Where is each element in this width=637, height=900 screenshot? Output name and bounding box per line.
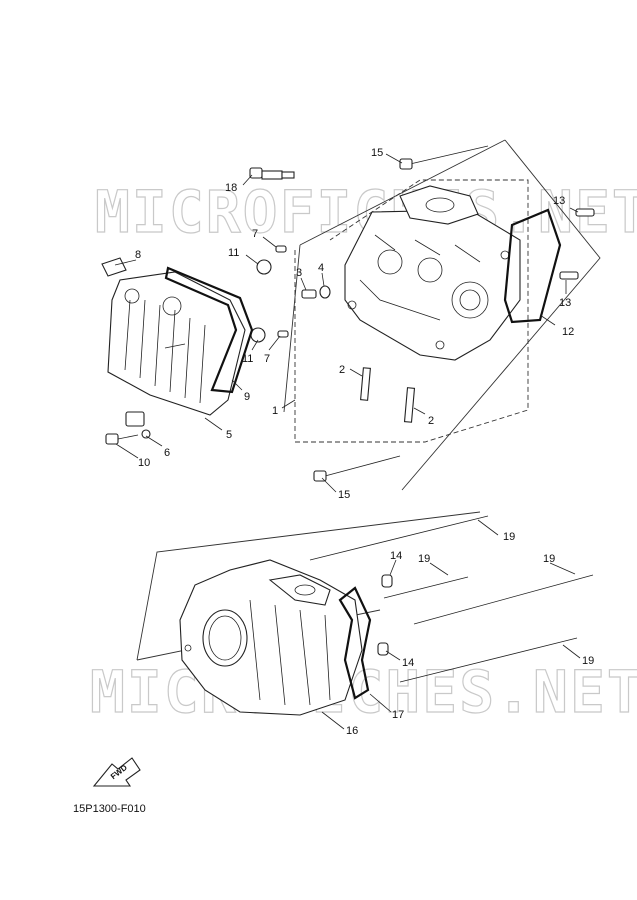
- spark-plug: [249, 167, 295, 180]
- callout-15: 15: [371, 147, 383, 159]
- bolt-15-bottom: [313, 455, 401, 482]
- callout-17: 17: [392, 709, 404, 721]
- callout-8: 8: [135, 249, 141, 261]
- callout-12: 12: [562, 326, 574, 338]
- leader-lines: [114, 153, 581, 730]
- callout-14: 14: [390, 550, 402, 562]
- callout-9: 9: [244, 391, 250, 403]
- dowel-14: [381, 574, 393, 588]
- callout-15: 15: [338, 489, 350, 501]
- cover-gasket: [164, 266, 254, 394]
- cylinder-head-group: [101, 139, 601, 491]
- bolt-15-top: [399, 145, 489, 170]
- fwd-arrow-icon: FWD: [92, 757, 141, 787]
- stud-19: [309, 515, 594, 683]
- bracket-8: [101, 257, 127, 277]
- callout-11: 11: [242, 353, 253, 365]
- callout-13: 13: [553, 195, 565, 207]
- callout-2: 2: [428, 415, 434, 427]
- washer-4: [319, 285, 331, 299]
- callout-4: 4: [318, 262, 324, 274]
- callout-19: 19: [418, 553, 430, 565]
- dowel-14: [377, 642, 389, 656]
- callout-18: 18: [225, 182, 237, 194]
- callout-13: 13: [559, 297, 571, 309]
- callout-3: 3: [296, 267, 302, 279]
- diagram-code: 15P1300-F010: [73, 803, 146, 815]
- callout-10: 10: [138, 457, 150, 469]
- stud: [360, 367, 371, 401]
- nut-11: [256, 259, 272, 275]
- bolt-10: [105, 433, 119, 445]
- cylinder-group: [136, 511, 594, 716]
- frame-line: [136, 511, 481, 661]
- callout-19: 19: [582, 655, 594, 667]
- callouts: 15 18 7 11 3 4 13 13 12 8 9 11 7 1 2 2 5…: [135, 147, 594, 737]
- callout-11: 11: [228, 247, 239, 259]
- exhaust-gasket: [503, 208, 562, 324]
- screw-3: [301, 289, 317, 299]
- callout-2: 2: [339, 364, 345, 376]
- callout-19: 19: [543, 553, 555, 565]
- stud-13: [559, 271, 579, 280]
- washer-6: [141, 429, 151, 439]
- callout-1: 1: [272, 405, 278, 417]
- frame-line: [283, 244, 301, 413]
- cylinder-body: [179, 559, 363, 716]
- dowel-pin: [275, 245, 287, 253]
- stud: [403, 387, 416, 423]
- callout-6: 6: [164, 447, 170, 459]
- callout-5: 5: [226, 429, 232, 441]
- callout-7: 7: [264, 353, 270, 365]
- head-assembly-frame: [294, 179, 529, 443]
- callout-7: 7: [252, 228, 258, 240]
- callout-19: 19: [503, 531, 515, 543]
- callout-16: 16: [346, 725, 358, 737]
- head-cover: [107, 271, 246, 416]
- cylinder-gasket: [338, 586, 372, 700]
- damper-6: [125, 411, 145, 427]
- frame-line: [401, 139, 601, 491]
- callout-14: 14: [402, 657, 414, 669]
- stud-13: [575, 208, 595, 217]
- dowel-pin: [277, 330, 289, 338]
- cylinder-head: [344, 185, 521, 361]
- frame-line: [299, 139, 506, 246]
